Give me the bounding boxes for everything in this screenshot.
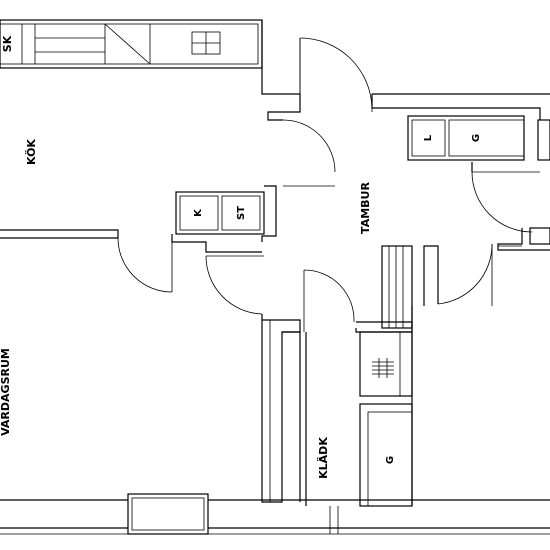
tambur-right-door — [471, 162, 540, 233]
room-label-kitchen: KÖK — [24, 139, 38, 165]
fixture-label-g-top: G — [471, 134, 482, 142]
kitchen-top-counter — [0, 19, 263, 69]
closet-k-st — [175, 185, 277, 242]
kitchen-living-wall — [0, 229, 262, 253]
wardrobe-door — [303, 269, 355, 332]
right-middle-wall — [497, 227, 550, 251]
stove-icon — [191, 31, 221, 55]
bathroom-door — [423, 243, 493, 306]
wardrobe-room — [261, 320, 307, 506]
fixture-label-l: L — [423, 134, 434, 141]
room-label-entry: TAMBUR — [359, 182, 372, 234]
room-label-wardrobe: KLÄDK — [316, 437, 330, 479]
laundry-cabinets — [407, 115, 525, 161]
upper-right-wall — [371, 93, 550, 161]
vent-icon — [372, 358, 394, 378]
south-wall — [0, 493, 550, 535]
lower-right-cabinets — [359, 306, 413, 507]
shelf-stack — [355, 245, 413, 333]
kitchen-east-wall — [261, 20, 301, 121]
fixture-label-k: K — [193, 208, 204, 217]
fixture-label-st: ST — [236, 206, 247, 220]
fixture-label-sk: SK — [1, 35, 14, 52]
room-label-living: VARDAGSRUM — [0, 348, 12, 436]
fixture-label-g-bottom: G — [385, 456, 396, 464]
kitchen-door — [282, 37, 373, 187]
hall-door — [205, 255, 301, 333]
living-door — [117, 237, 173, 293]
